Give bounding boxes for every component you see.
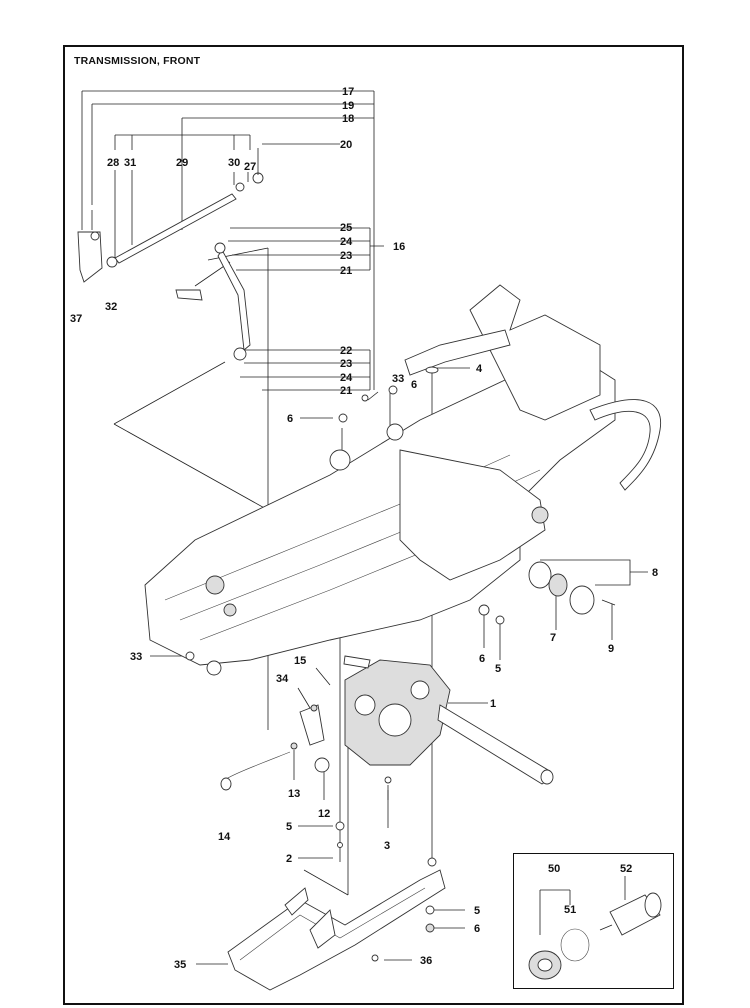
callout-8: 8 [652, 567, 658, 579]
callout-27: 27 [244, 161, 256, 173]
callout-12: 12 [318, 808, 330, 820]
callout-21: 21 [340, 265, 352, 277]
callout-33b: 33 [130, 651, 142, 663]
callout-13: 13 [288, 788, 300, 800]
callout-5b: 5 [286, 821, 292, 833]
skid-plate [227, 857, 446, 991]
callout-52: 52 [620, 863, 632, 875]
callout-22: 22 [340, 345, 352, 357]
callout-24: 24 [340, 236, 353, 248]
callout-29: 29 [176, 157, 188, 169]
callout-24b: 24 [340, 372, 353, 384]
callout-51: 51 [564, 904, 576, 916]
callout-33: 33 [392, 373, 404, 385]
callout-9: 9 [608, 643, 614, 655]
callout-16: 16 [393, 241, 405, 253]
callout-6c: 6 [479, 653, 485, 665]
callout-23b: 23 [340, 358, 352, 370]
callout-3: 3 [384, 840, 390, 852]
callout-2: 2 [286, 853, 292, 865]
callout-18: 18 [342, 113, 354, 125]
shift-lever-parts [220, 704, 330, 791]
callout-36: 36 [420, 955, 432, 967]
callout-50: 50 [548, 863, 560, 875]
callout-35: 35 [174, 959, 186, 971]
inset-box [513, 853, 674, 989]
callout-4: 4 [476, 363, 483, 375]
callout-34: 34 [276, 673, 289, 685]
callout-7: 7 [550, 632, 556, 644]
callout-5: 5 [495, 663, 501, 675]
callout-32: 32 [105, 301, 117, 313]
callout-1: 1 [490, 698, 496, 710]
callout-6d: 6 [474, 923, 480, 935]
callout-37: 37 [70, 313, 82, 325]
bolts-washers [185, 366, 616, 962]
callout-31: 31 [124, 157, 136, 169]
transmission-unit [343, 655, 554, 785]
shift-rod-assembly [77, 148, 264, 361]
chassis-frame [144, 284, 662, 676]
callout-21b: 21 [340, 385, 352, 397]
callout-25: 25 [340, 222, 352, 234]
callout-5c: 5 [474, 905, 480, 917]
callout-15: 15 [294, 655, 306, 667]
callout-14: 14 [218, 831, 231, 843]
diagram-frame [63, 45, 684, 1005]
callout-30: 30 [228, 157, 240, 169]
callout-19: 19 [342, 100, 354, 112]
callout-6: 6 [411, 379, 417, 391]
callout-23: 23 [340, 250, 352, 262]
diagram-title: TRANSMISSION, FRONT [74, 55, 201, 67]
callout-labels: 17 19 18 28 31 29 30 27 20 25 24 23 21 1… [70, 86, 658, 971]
inset-parts [528, 892, 662, 980]
callout-28: 28 [107, 157, 119, 169]
callout-6b: 6 [287, 413, 293, 425]
callout-20: 20 [340, 139, 352, 151]
callout-17: 17 [342, 86, 354, 98]
